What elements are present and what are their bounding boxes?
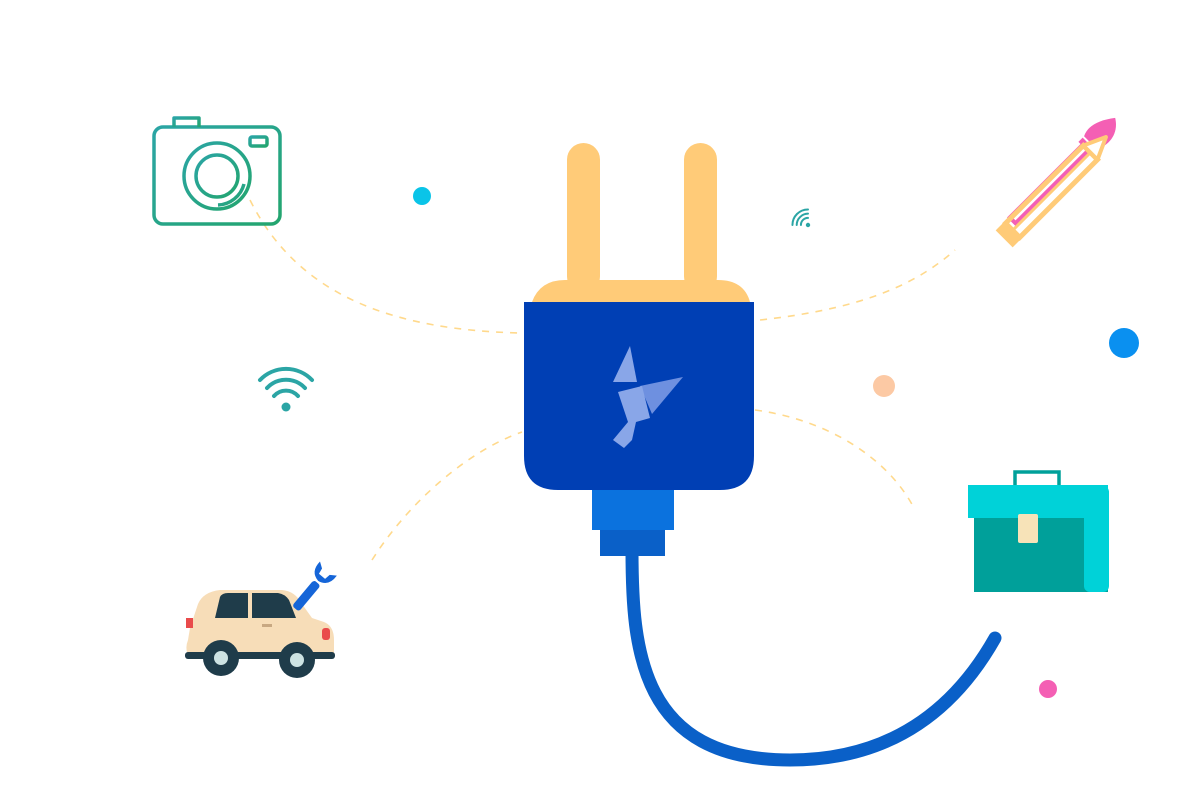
toolbox-icon (968, 470, 1109, 592)
decor-dot-blue (1109, 328, 1139, 358)
decor-dot-peach (873, 375, 895, 397)
dashed-line-toolbox (754, 409, 916, 511)
dashed-line-car (371, 431, 523, 561)
plug-prong-right (684, 143, 717, 293)
decor-dot-cyan (413, 187, 431, 205)
plug-prong-left (567, 143, 600, 293)
car-repair-icon (185, 561, 337, 678)
wifi-icon-small (791, 208, 811, 228)
decor-dot-pink (1039, 680, 1057, 698)
plug-cable (625, 543, 1002, 767)
dashed-line-pencil (759, 249, 956, 321)
wrench-icon (293, 561, 337, 611)
dashed-connectors (249, 199, 956, 561)
brand-logo-icon (613, 346, 683, 448)
paintbrush-pencil-icon (995, 117, 1116, 248)
wifi-icon (258, 366, 314, 412)
power-plug-icon (524, 143, 754, 556)
camera-icon (152, 116, 282, 226)
dashed-line-camera (249, 199, 521, 334)
